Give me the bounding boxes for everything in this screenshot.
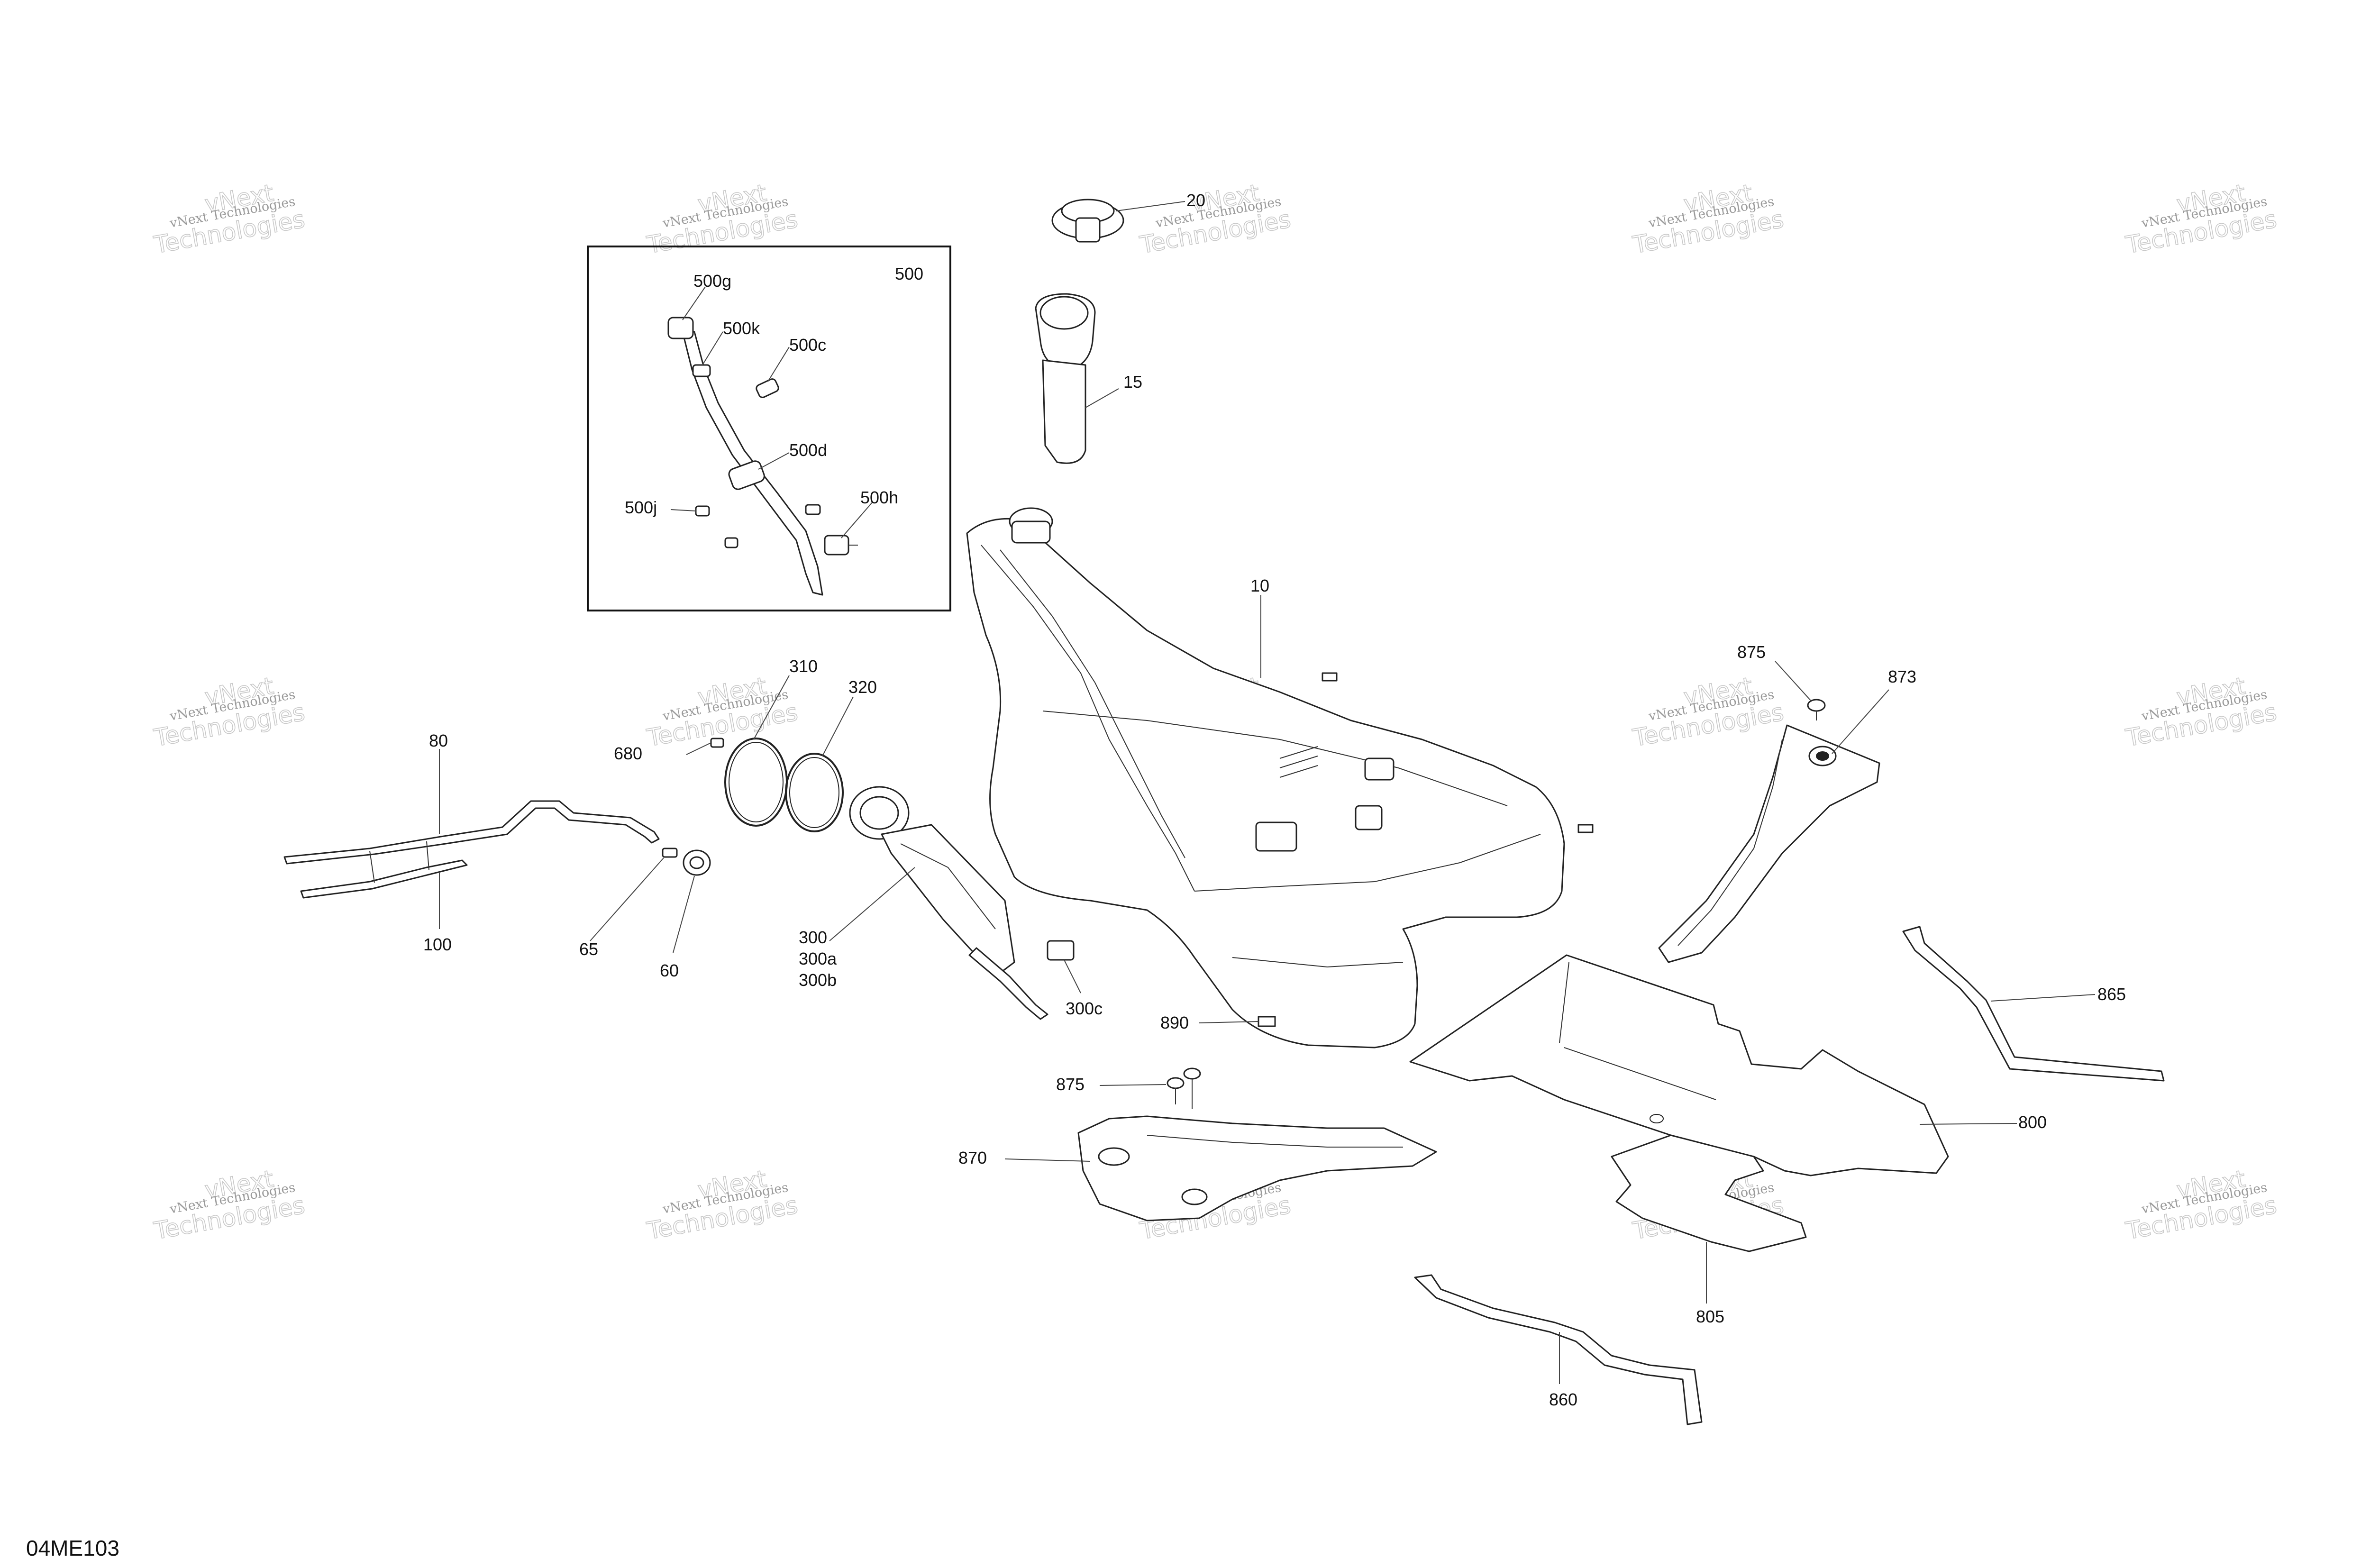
fuel-line-80 xyxy=(283,800,660,865)
spacer-890: 890 xyxy=(1160,1013,1276,1032)
screw-875 xyxy=(1167,1077,1185,1089)
screw-875 xyxy=(1807,699,1826,712)
spacer xyxy=(1258,1016,1276,1027)
callout-890: 890 xyxy=(1160,1013,1189,1032)
clip-680 xyxy=(710,738,724,748)
callout-300: 300 xyxy=(799,928,827,947)
watermark: vNext vNext Technologies Technologies xyxy=(151,1165,307,1245)
heat-shield-870: 875 870 xyxy=(958,1067,1437,1222)
diagram-code: 04ME103 xyxy=(26,1536,119,1560)
fitting-500h xyxy=(824,535,849,556)
callout-680: 680 xyxy=(614,744,642,763)
callout-500k: 500k xyxy=(723,319,760,338)
detail-box-500: 500 500g 500k 500c 500d 500j 500h xyxy=(587,246,951,611)
watermark: vNext vNext Technologies Technologies xyxy=(151,672,307,752)
clip xyxy=(724,537,738,548)
callout-500g: 500g xyxy=(693,271,731,291)
fuel-tank-10: 10 xyxy=(966,507,1594,1048)
filter-500d xyxy=(728,460,765,490)
fitting xyxy=(1364,757,1395,781)
callout-20: 20 xyxy=(1186,191,1205,210)
callout-300c: 300c xyxy=(1066,999,1103,1018)
callout-800: 800 xyxy=(2018,1112,2047,1132)
strap-860: 860 xyxy=(1414,1274,1703,1425)
callout-500c: 500c xyxy=(789,335,826,355)
heat-shield-873: 875 873 xyxy=(1658,642,1916,963)
watermark: vNext vNext Technologies Technologies xyxy=(1630,672,1786,752)
watermark: vNext vNext Technologies Technologies xyxy=(1137,179,1293,259)
callout-100: 100 xyxy=(423,935,452,954)
callout-300a: 300a xyxy=(799,949,837,968)
spacer xyxy=(1322,672,1338,682)
callout-65: 65 xyxy=(579,939,598,959)
callout-15: 15 xyxy=(1123,372,1142,392)
strap-865: 865 xyxy=(1902,926,2165,1082)
callout-870: 870 xyxy=(958,1148,987,1167)
screw-875 xyxy=(1183,1067,1201,1080)
callout-80: 80 xyxy=(429,731,448,750)
spacer xyxy=(1577,824,1594,833)
callout-860: 860 xyxy=(1549,1390,1577,1409)
callout-310: 310 xyxy=(789,656,818,676)
ring-310 xyxy=(724,738,788,827)
clip xyxy=(805,504,821,515)
watermark: vNext vNext Technologies Technologies xyxy=(2123,1165,2279,1245)
callout-60: 60 xyxy=(660,961,679,980)
callout-10: 10 xyxy=(1250,576,1269,595)
callout-300b: 300b xyxy=(799,970,837,990)
watermark: vNext vNext Technologies Technologies xyxy=(1630,179,1786,259)
fitting xyxy=(1355,805,1383,830)
callout-500: 500 xyxy=(895,264,923,283)
callout-875-bottom: 875 xyxy=(1056,1075,1085,1094)
fuel-line-100 xyxy=(300,859,468,899)
valve-500g xyxy=(667,317,694,339)
fitting xyxy=(1255,821,1297,852)
callout-500d: 500d xyxy=(789,440,827,460)
ring-320 xyxy=(785,753,844,832)
clip-500j xyxy=(695,505,710,517)
callout-500j: 500j xyxy=(625,498,657,517)
callout-865: 865 xyxy=(2097,985,2126,1004)
callout-873: 873 xyxy=(1888,667,1916,686)
clamp-500c xyxy=(756,378,779,398)
sender-300c xyxy=(1047,940,1075,961)
filler-neck-15: 15 xyxy=(1035,293,1142,464)
watermark: vNext vNext Technologies Technologies xyxy=(644,1165,800,1245)
skid-plate-800: 800 xyxy=(1409,954,2047,1176)
fuel-pump-300: 300 300a 300b 300c xyxy=(799,786,1103,1020)
callout-805: 805 xyxy=(1696,1307,1724,1326)
callout-500h: 500h xyxy=(860,488,898,507)
fittings-65-60: 65 60 xyxy=(579,848,711,980)
fuel-cap-20: 20 xyxy=(1051,191,1205,243)
clamp-500k xyxy=(692,364,711,377)
fitting-65 xyxy=(662,848,678,858)
fuel-lines: 80 100 xyxy=(283,731,660,954)
watermark: vNext vNext Technologies Technologies xyxy=(644,179,800,259)
detail-frame xyxy=(587,246,951,611)
watermark: vNext vNext Technologies Technologies xyxy=(2123,179,2279,259)
watermark: vNext vNext Technologies Technologies xyxy=(2123,672,2279,752)
callout-320: 320 xyxy=(848,677,877,697)
watermark: vNext vNext Technologies Technologies xyxy=(151,179,307,259)
skid-plate-805: 805 xyxy=(1611,1134,1807,1326)
callout-875-top: 875 xyxy=(1737,642,1766,662)
seal-rings: 310 320 680 xyxy=(614,656,877,832)
